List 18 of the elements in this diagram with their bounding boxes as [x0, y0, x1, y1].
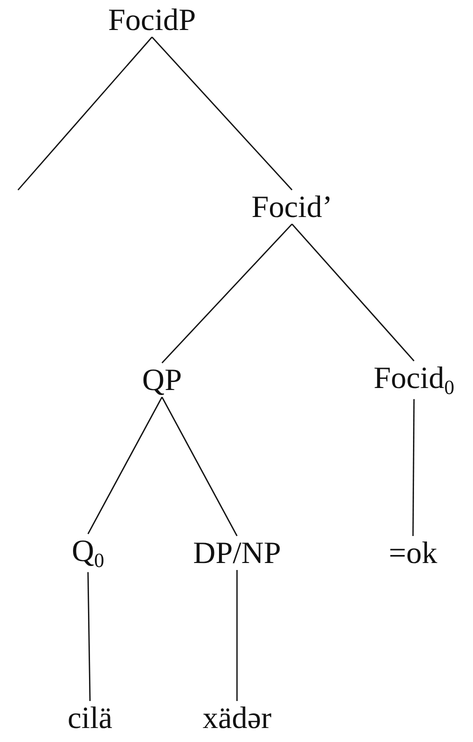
tree-branch: [18, 36, 152, 190]
node-label: =ok: [388, 536, 438, 570]
tree-branch: [152, 36, 292, 190]
tree-branch: [161, 396, 238, 536]
node-label: cilä: [68, 700, 112, 736]
node-label: FocidP: [108, 2, 196, 38]
node-label: Q$_{0}$: [72, 534, 104, 572]
tree-branch: [162, 224, 292, 364]
node-label: QP: [142, 362, 182, 398]
tree-branch: [236, 570, 238, 701]
tree-branch: [292, 224, 414, 362]
node-label: Focid$_{0}$: [374, 360, 454, 400]
node-label: Focid’: [252, 190, 332, 224]
tree-branch: [87, 396, 163, 534]
node-label: DP/NP: [193, 536, 281, 570]
tree-branch: [412, 399, 415, 536]
tree-branch: [87, 572, 91, 701]
node-label: xädər: [202, 700, 272, 736]
